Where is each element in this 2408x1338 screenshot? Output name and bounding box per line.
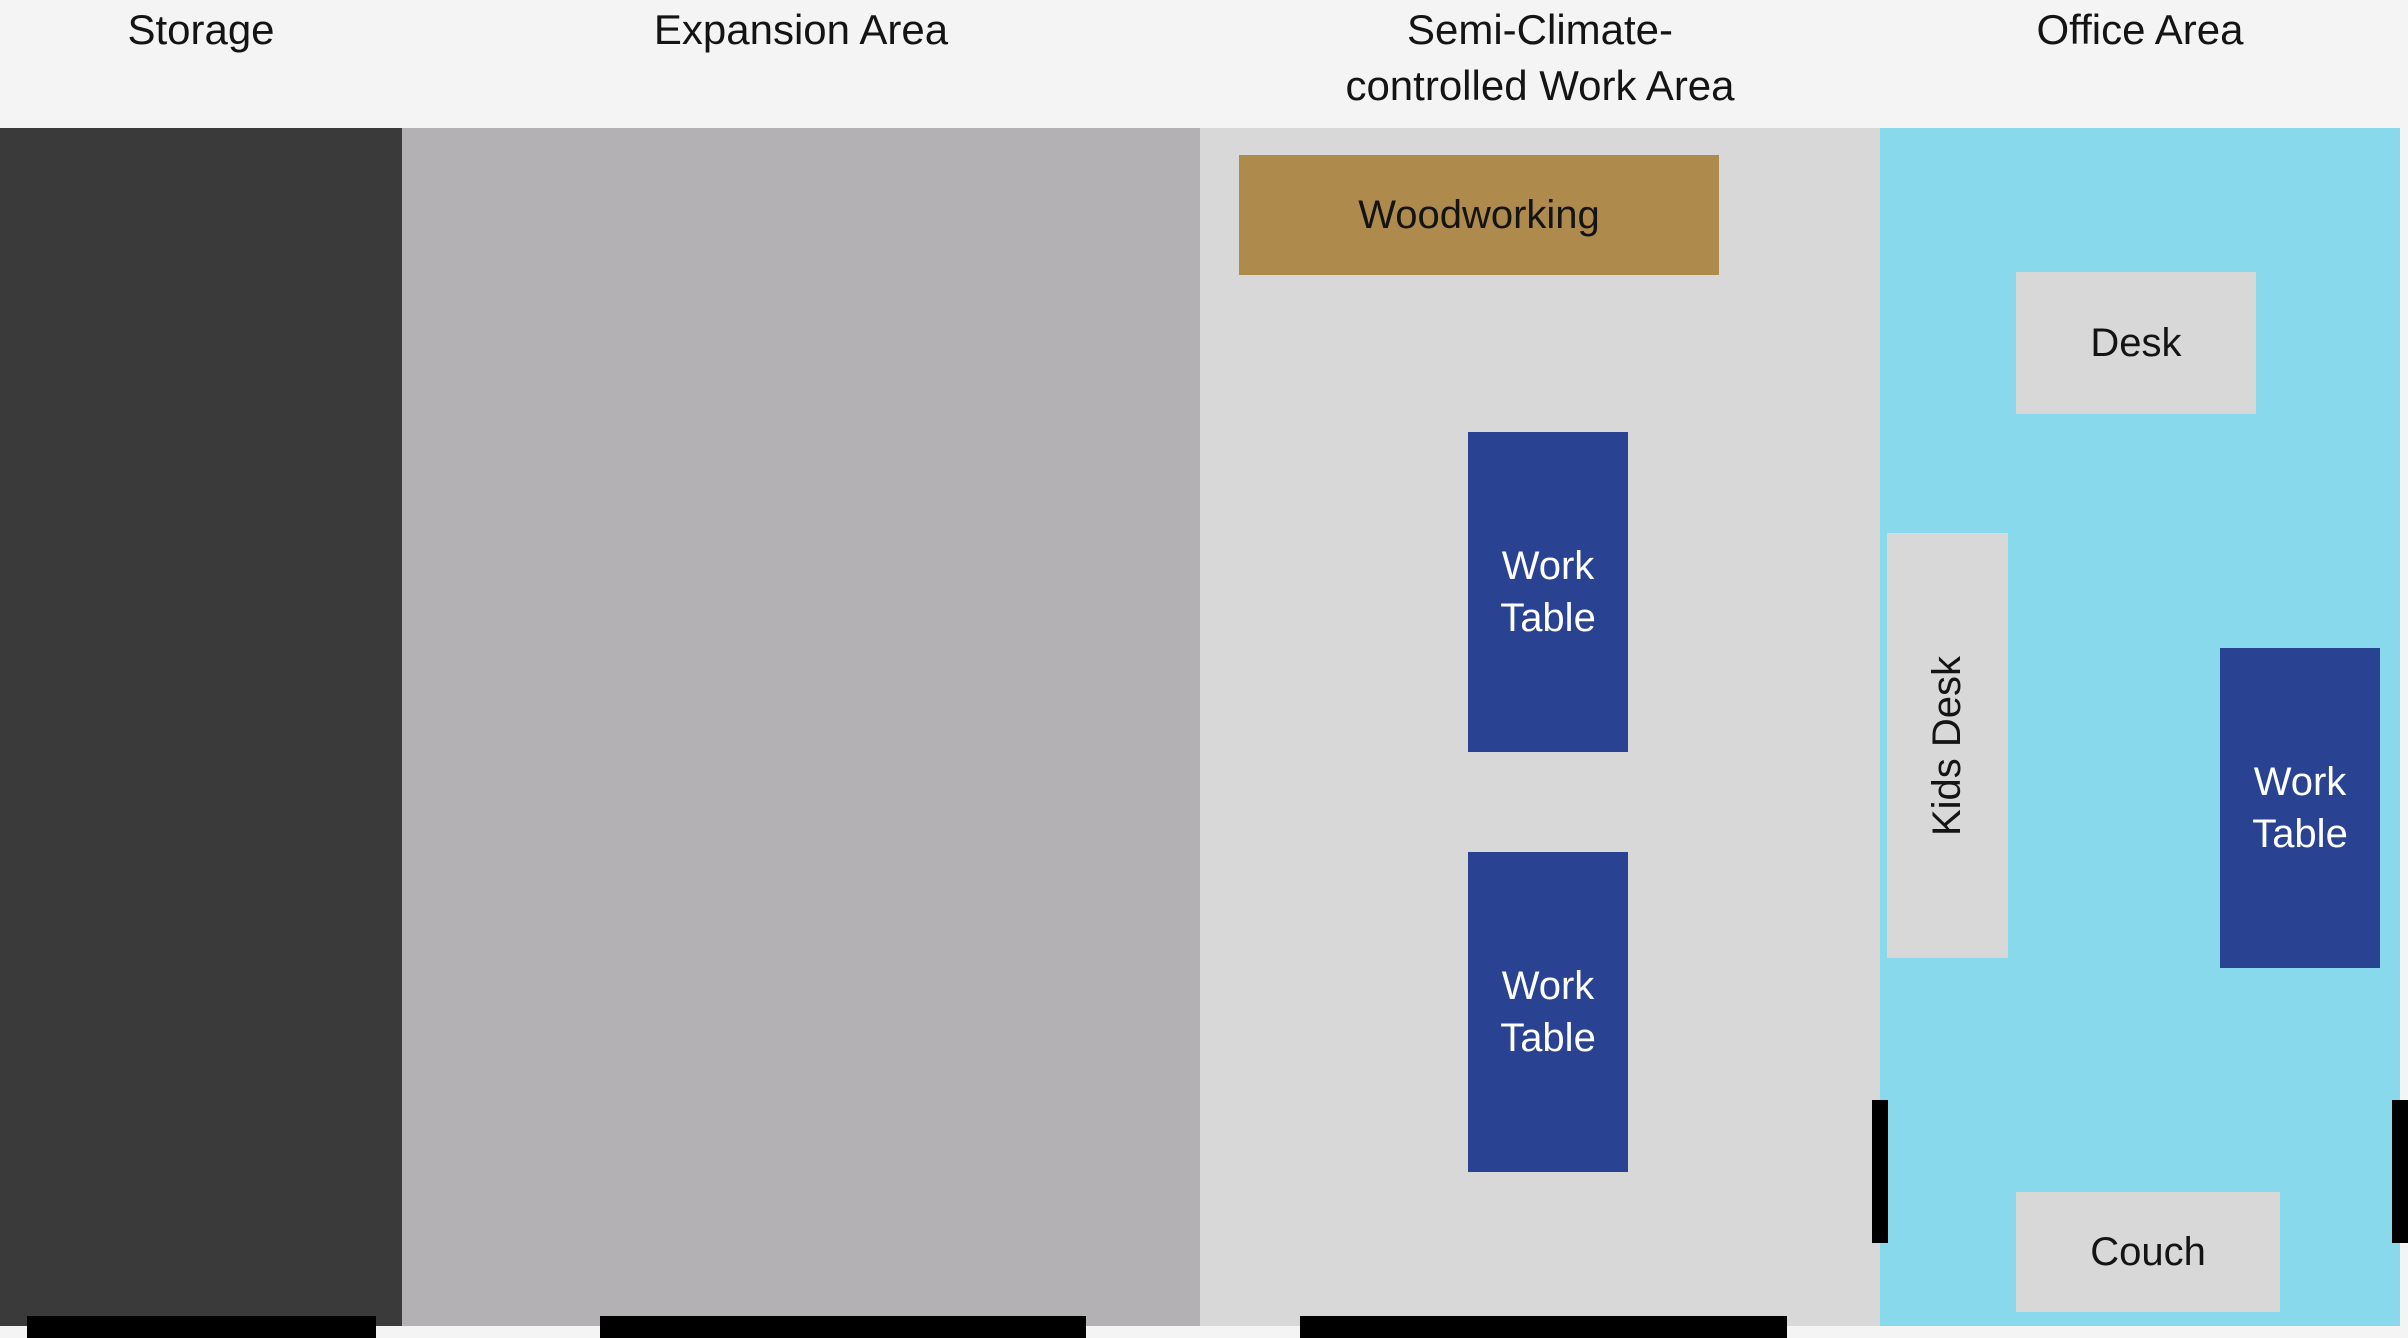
office-work-table-label: Work Table (2252, 760, 2348, 856)
area-label-storage: Storage (127, 6, 275, 53)
kids-desk: Kids Desk (1887, 533, 2008, 958)
work-area-bottom-door-bar (1300, 1316, 1787, 1338)
zone-storage (0, 128, 402, 1326)
work-table-2-label: Work Table (1500, 964, 1596, 1060)
couch: Couch (2016, 1192, 2280, 1312)
office-right-door-bar (2392, 1100, 2408, 1243)
work-table-2: Work Table (1468, 852, 1628, 1172)
couch-label: Couch (2090, 1230, 2206, 1274)
area-label-semi-climate-controlled-work-area: Semi-Climate- controlled Work Area (1200, 0, 1880, 128)
woodworking-zone: Woodworking (1239, 155, 1719, 275)
woodworking-label: Woodworking (1358, 193, 1600, 237)
work-table-1-label: Work Table (1500, 544, 1596, 640)
expansion-bottom-door-bar (600, 1316, 1086, 1338)
zone-expansion-area (402, 128, 1200, 1326)
work-table-1: Work Table (1468, 432, 1628, 752)
kids-desk-label: Kids Desk (1925, 655, 1970, 836)
area-label-work-line-1: Semi-Climate- (1406, 6, 1674, 53)
office-left-door-bar (1872, 1100, 1888, 1243)
area-label-expansion-area: Expansion Area (653, 6, 949, 53)
storage-bottom-door-bar (27, 1316, 376, 1338)
desk-label: Desk (2090, 321, 2182, 365)
area-label-work-line-2: controlled Work Area (1345, 62, 1735, 109)
office-work-table: Work Table (2220, 648, 2380, 968)
desk: Desk (2016, 272, 2256, 414)
area-label-office-area: Office Area (2036, 6, 2244, 53)
